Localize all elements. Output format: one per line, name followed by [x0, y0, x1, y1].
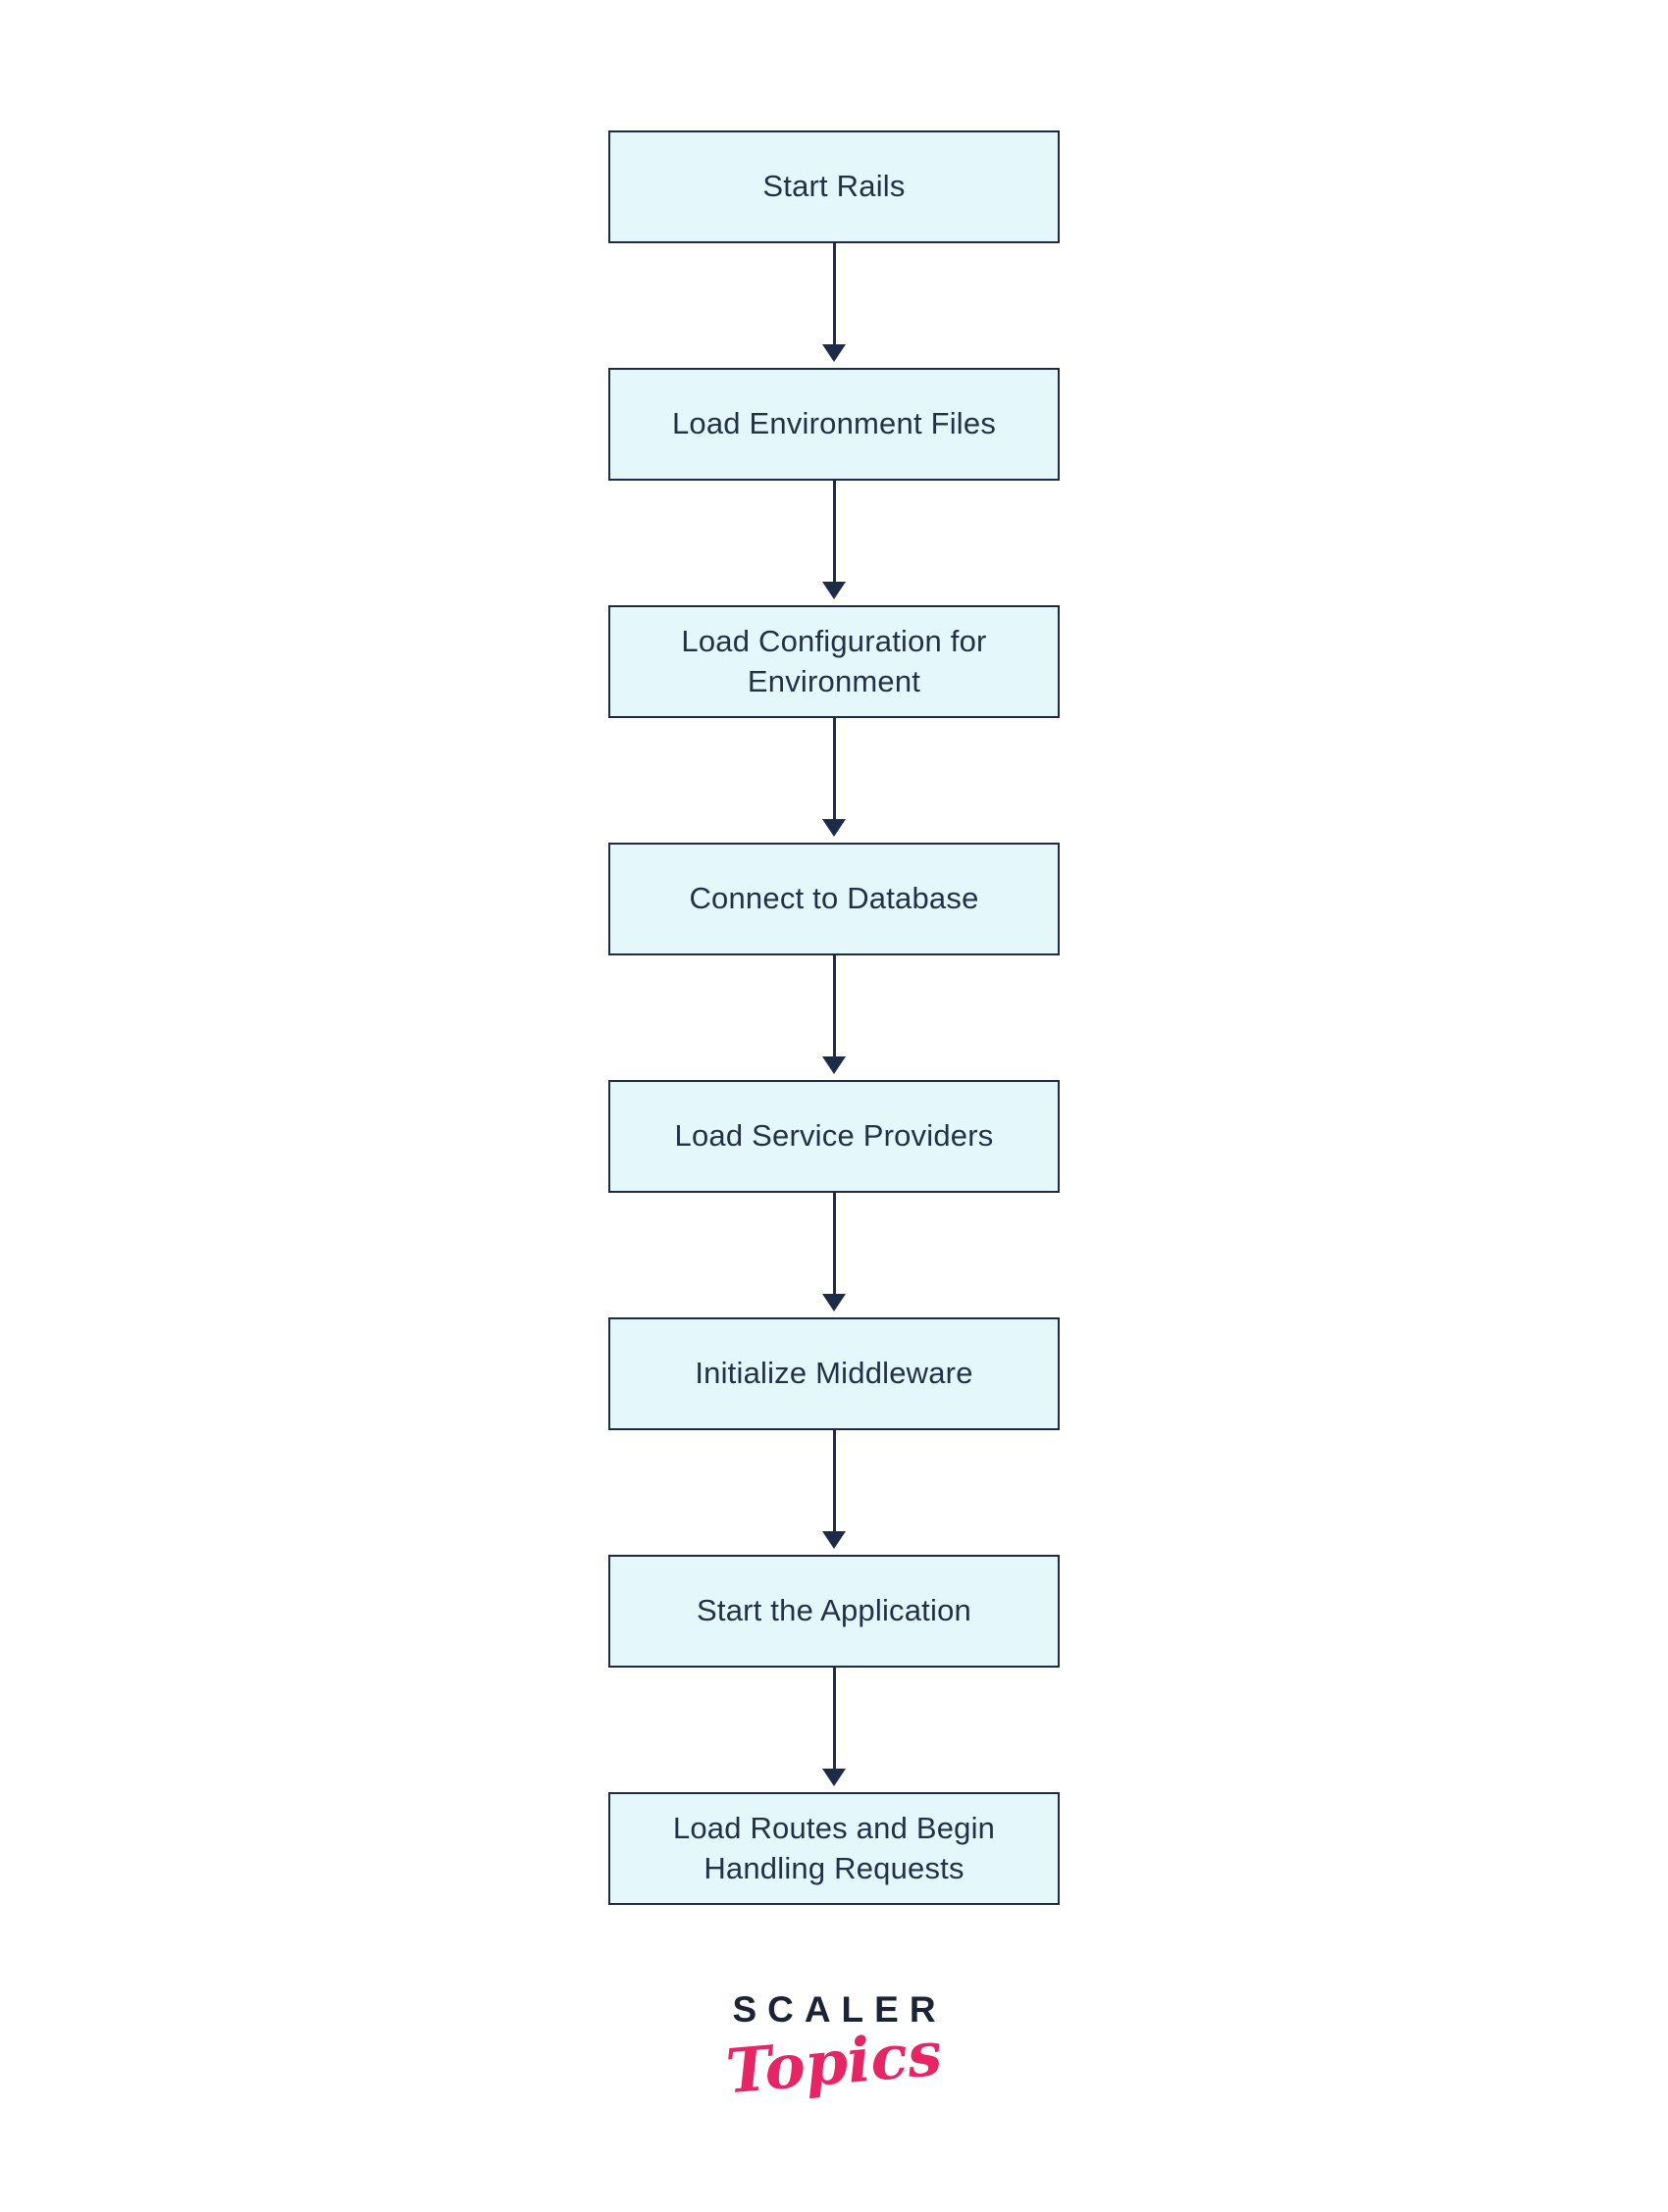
flow-node-label: Start the Application [697, 1593, 971, 1628]
flow-arrow [822, 1430, 846, 1555]
flow-node-initialize-middleware: Initialize Middleware [608, 1317, 1060, 1430]
scaler-topics-logo: SCALER Topics [638, 1989, 1030, 2107]
arrow-shaft [832, 243, 836, 344]
arrow-shaft [832, 1668, 836, 1769]
flow-node-start-rails: Start Rails [608, 130, 1060, 243]
arrow-down-icon [822, 344, 846, 362]
flow-node-load-environment-files: Load Environment Files [608, 368, 1060, 481]
arrow-down-icon [822, 1294, 846, 1312]
flow-arrow [822, 1193, 846, 1317]
flow-node-load-configuration-for-environment: Load Configuration for Environment [608, 605, 1060, 718]
topics-wordmark: Topics [723, 2017, 945, 2108]
flow-node-label: Load Routes and Begin Handling Requests [672, 1810, 996, 1885]
rails-startup-flowchart: Start Rails Load Environment Files Load … [608, 130, 1060, 1905]
flow-node-label: Load Configuration for Environment [681, 623, 987, 698]
arrow-shaft [832, 718, 836, 819]
flow-node-label: Initialize Middleware [695, 1356, 973, 1391]
flow-node-label: Load Environment Files [671, 406, 997, 441]
arrow-shaft [832, 1193, 836, 1294]
flow-node-label: Connect to Database [689, 881, 979, 916]
arrow-down-icon [822, 819, 846, 837]
flow-arrow [822, 243, 846, 368]
arrow-down-icon [822, 1769, 846, 1786]
flow-node-load-service-providers: Load Service Providers [608, 1080, 1060, 1193]
arrow-down-icon [822, 1531, 846, 1549]
arrow-shaft [832, 955, 836, 1056]
flow-node-connect-to-database: Connect to Database [608, 843, 1060, 955]
arrow-shaft [832, 481, 836, 582]
flow-arrow [822, 718, 846, 843]
flow-arrow [822, 481, 846, 605]
flow-node-label: Load Service Providers [674, 1118, 994, 1154]
scaler-wordmark: SCALER [732, 1989, 947, 2030]
arrow-down-icon [822, 1056, 846, 1074]
arrow-down-icon [822, 582, 846, 599]
flow-arrow [822, 955, 846, 1080]
flow-arrow [822, 1668, 846, 1792]
flow-node-label: Start Rails [762, 169, 906, 204]
flow-node-load-routes-and-begin-handling-requests: Load Routes and Begin Handling Requests [608, 1792, 1060, 1905]
arrow-shaft [832, 1430, 836, 1531]
flow-node-start-the-application: Start the Application [608, 1555, 1060, 1668]
